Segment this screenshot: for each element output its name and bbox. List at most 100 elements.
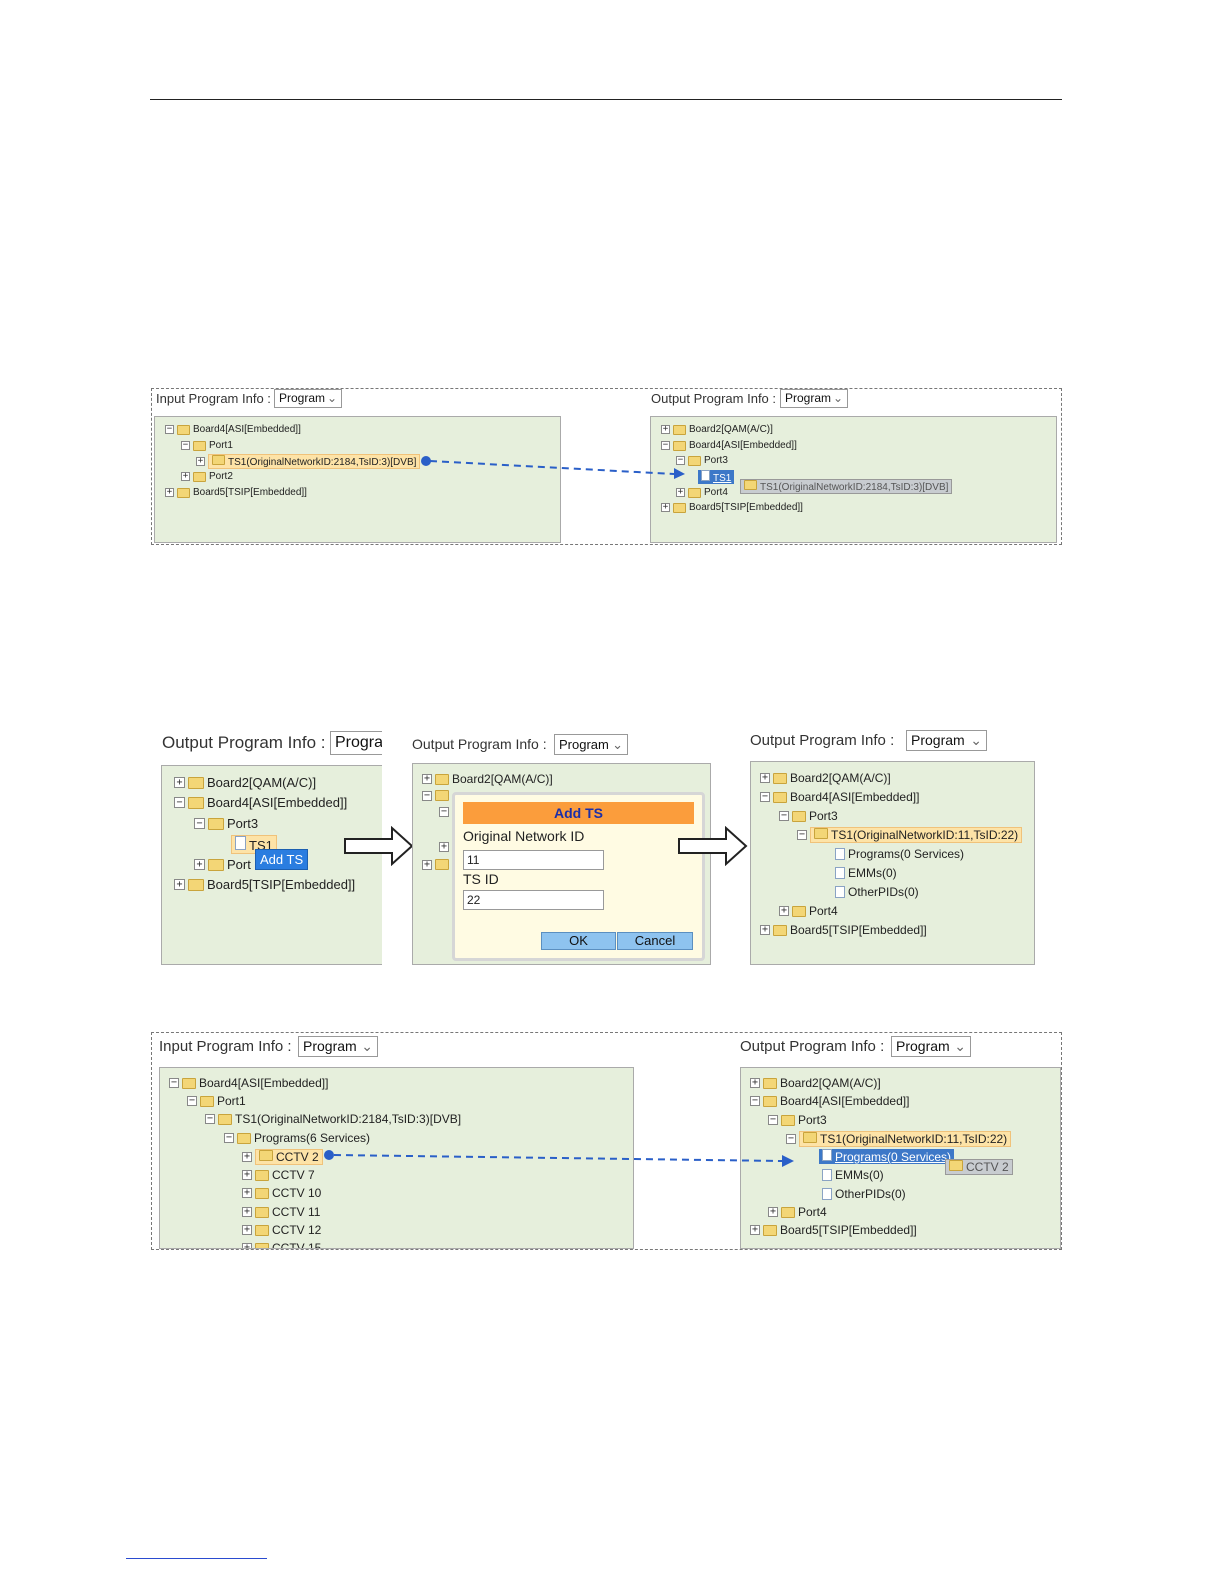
expand-icon[interactable]: + xyxy=(779,905,789,916)
collapse-icon[interactable]: − xyxy=(768,1114,778,1125)
tree-node-cctv2[interactable]: +CCTV 2 xyxy=(242,1149,323,1165)
expand-icon[interactable]: + xyxy=(242,1187,252,1198)
expand-icon[interactable]: + xyxy=(165,487,174,497)
tree-node-programs[interactable]: −Programs(6 Services) xyxy=(224,1131,371,1145)
tree-node-port3[interactable]: −Port3 xyxy=(676,455,728,466)
expand-icon[interactable]: + xyxy=(422,773,432,784)
tree-node-port4[interactable]: +Port4 xyxy=(676,487,728,498)
collapse-icon[interactable]: − xyxy=(187,1095,197,1106)
input-program-select[interactable]: Program⌄ xyxy=(274,389,342,408)
tree-node-board2[interactable]: +Board2[QAM(A/C)] xyxy=(661,424,773,435)
tree-node-expand[interactable]: + xyxy=(422,859,452,870)
expand-icon[interactable]: + xyxy=(760,772,770,783)
expand-icon[interactable]: + xyxy=(242,1206,252,1217)
expand-icon[interactable]: + xyxy=(760,924,770,935)
output-program-select[interactable]: Progra xyxy=(330,731,382,755)
tree-node-programs[interactable]: Programs(0 Services) xyxy=(819,1149,955,1164)
tree-node-collapsed[interactable]: − xyxy=(439,807,452,817)
expand-icon[interactable]: + xyxy=(242,1224,252,1235)
collapse-icon[interactable]: − xyxy=(422,789,432,801)
tree-node-board2[interactable]: +Board2[QAM(A/C)] xyxy=(760,771,891,785)
tree-node-board4[interactable]: −Board4[ASI[Embedded]] xyxy=(165,424,301,435)
tree-node-cctv12[interactable]: +CCTV 12 xyxy=(242,1223,322,1237)
collapse-icon[interactable]: − xyxy=(760,791,770,802)
expand-icon[interactable]: + xyxy=(750,1077,760,1088)
collapse-icon[interactable]: − xyxy=(786,1133,796,1144)
tree-node-port3[interactable]: −Port3 xyxy=(194,816,258,831)
tree-node-emms[interactable]: EMMs(0) xyxy=(835,866,897,880)
tree-node-board2[interactable]: +Board2[QAM(A/C)] xyxy=(422,772,553,786)
collapse-icon[interactable]: − xyxy=(750,1095,760,1106)
tree-node-board5[interactable]: +Board5[TSIP[Embedded]] xyxy=(174,877,355,892)
context-menu-add-ts[interactable]: Add TS xyxy=(255,849,309,870)
output-program-select[interactable]: Program⌄ xyxy=(780,389,848,408)
expand-icon[interactable]: + xyxy=(422,858,432,870)
tree-node-cctv11[interactable]: +CCTV 11 xyxy=(242,1205,321,1219)
collapse-icon[interactable]: − xyxy=(165,424,174,434)
tree-node-expand[interactable]: + xyxy=(439,842,452,852)
tree-node-ts1[interactable]: TS1 xyxy=(698,470,735,484)
expand-icon[interactable]: + xyxy=(661,502,670,512)
ok-button[interactable]: OK xyxy=(541,932,616,950)
expand-icon[interactable]: + xyxy=(242,1169,252,1180)
tree-node-board4[interactable]: −Board4[ASI[Embedded]] xyxy=(169,1076,329,1090)
tree-node-ts1[interactable]: −TS1(OriginalNetworkID:11,TsID:22) xyxy=(797,827,1023,843)
collapse-icon[interactable]: − xyxy=(174,797,185,808)
expand-icon[interactable]: + xyxy=(242,1243,252,1248)
tree-node-board2[interactable]: +Board2[QAM(A/C)] xyxy=(174,775,316,790)
tree-node-collapsed[interactable]: − xyxy=(422,790,452,801)
cancel-button[interactable]: Cancel xyxy=(617,932,693,950)
tree-node-port4[interactable]: +Port4 xyxy=(768,1205,827,1219)
expand-icon[interactable]: + xyxy=(181,471,190,481)
collapse-icon[interactable]: − xyxy=(797,829,807,840)
expand-icon[interactable]: + xyxy=(750,1224,760,1235)
tree-node-port2[interactable]: +Port2 xyxy=(181,471,233,482)
collapse-icon[interactable]: − xyxy=(661,440,670,450)
tree-node-board5[interactable]: +Board5[TSIP[Embedded]] xyxy=(760,923,927,937)
tree-node-port1[interactable]: −Port1 xyxy=(187,1094,246,1108)
tree-node-emms[interactable]: EMMs(0) xyxy=(822,1168,884,1182)
expand-icon[interactable]: + xyxy=(676,487,685,497)
tree-node-board4[interactable]: −Board4[ASI[Embedded]] xyxy=(661,440,797,451)
tree-node-board4[interactable]: −Board4[ASI[Embedded]] xyxy=(174,795,347,810)
expand-icon[interactable]: + xyxy=(196,456,205,466)
tree-node-ts1[interactable]: +TS1(OriginalNetworkID:2184,TsID:3)[DVB] xyxy=(196,454,421,469)
tree-node-board5[interactable]: +Board5[TSIP[Embedded]] xyxy=(165,487,307,498)
tree-node-board2[interactable]: +Board2[QAM(A/C)] xyxy=(750,1076,881,1090)
ts-id-input[interactable]: 22 xyxy=(463,890,604,910)
expand-icon[interactable]: + xyxy=(768,1206,778,1217)
tree-node-cctv7[interactable]: +CCTV 7 xyxy=(242,1168,315,1182)
tree-node-cctv15[interactable]: +CCTV 15 xyxy=(242,1241,321,1248)
collapse-icon[interactable]: − xyxy=(181,440,190,450)
tree-node-board4[interactable]: −Board4[ASI[Embedded]] xyxy=(750,1094,910,1108)
tree-node-otherpids[interactable]: OtherPIDs(0) xyxy=(835,885,919,899)
original-network-id-input[interactable]: 11 xyxy=(463,850,604,870)
collapse-icon[interactable]: − xyxy=(779,810,789,821)
collapse-icon[interactable]: − xyxy=(676,455,685,465)
output-program-select[interactable]: Program⌄ xyxy=(906,730,987,751)
collapse-icon[interactable]: − xyxy=(169,1077,179,1088)
tree-node-ts1[interactable]: −TS1(OriginalNetworkID:11,TsID:22) xyxy=(786,1131,1012,1147)
tree-node-ts1[interactable]: −TS1(OriginalNetworkID:2184,TsID:3)[DVB] xyxy=(205,1112,462,1126)
tree-node-port3[interactable]: −Port3 xyxy=(768,1113,827,1127)
expand-icon[interactable]: + xyxy=(174,777,185,788)
collapse-icon[interactable]: − xyxy=(224,1132,234,1143)
tree-node-board4[interactable]: −Board4[ASI[Embedded]] xyxy=(760,790,920,804)
tree-node-board5[interactable]: +Board5[TSIP[Embedded]] xyxy=(661,502,803,513)
tree-node-port4[interactable]: +Port4 xyxy=(779,904,838,918)
input-program-select[interactable]: Program⌄ xyxy=(298,1036,378,1057)
output-program-select[interactable]: Program⌄ xyxy=(891,1036,971,1057)
expand-icon[interactable]: + xyxy=(174,879,185,890)
expand-icon[interactable]: + xyxy=(194,859,205,870)
collapse-icon[interactable]: − xyxy=(205,1113,215,1124)
tree-node-port3[interactable]: −Port3 xyxy=(779,809,838,823)
tree-node-otherpids[interactable]: OtherPIDs(0) xyxy=(822,1187,906,1201)
tree-node-port1[interactable]: −Port1 xyxy=(181,440,233,451)
expand-icon[interactable]: + xyxy=(661,424,670,434)
tree-node-cctv10[interactable]: +CCTV 10 xyxy=(242,1186,322,1200)
collapse-icon[interactable]: − xyxy=(194,818,205,829)
expand-icon[interactable]: + xyxy=(439,841,449,852)
expand-icon[interactable]: + xyxy=(242,1151,252,1162)
collapse-icon[interactable]: − xyxy=(439,806,449,817)
tree-node-programs[interactable]: Programs(0 Services) xyxy=(835,847,964,861)
